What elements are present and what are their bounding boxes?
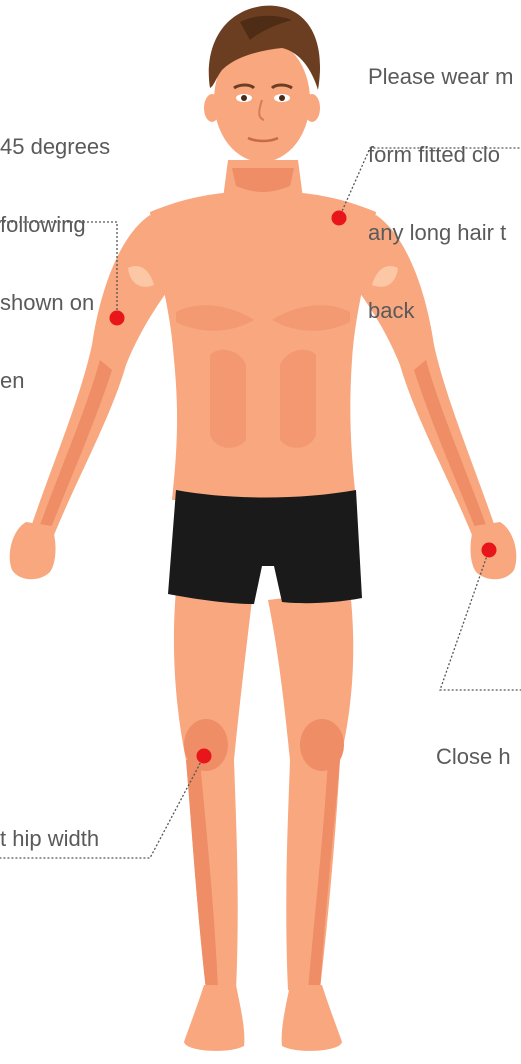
right-leg bbox=[268, 590, 353, 990]
callout-arms: 45 degrees following shown on en bbox=[0, 82, 110, 446]
callout-feet-line-1: t hip width bbox=[0, 826, 99, 852]
right-foot bbox=[282, 985, 342, 1051]
callout-hands: Close h bbox=[436, 692, 511, 822]
callout-arms-line-1: 45 degrees bbox=[0, 134, 110, 160]
callout-clothing-line-1: Please wear m bbox=[368, 64, 514, 90]
callout-feet: t hip width bbox=[0, 774, 99, 904]
callout-clothing-line-4: back bbox=[368, 298, 514, 324]
shorts bbox=[168, 490, 362, 604]
callout-clothing-line-2: form fitted clo bbox=[368, 142, 514, 168]
callout-clothing-line-3: any long hair t bbox=[368, 220, 514, 246]
torso bbox=[150, 192, 376, 500]
callout-clothing: Please wear m form fitted clo any long h… bbox=[368, 12, 514, 376]
callout-arms-line-3: shown on bbox=[0, 290, 110, 316]
callout-hands-line-1: Close h bbox=[436, 744, 511, 770]
left-hand bbox=[10, 522, 56, 579]
marker-feet bbox=[197, 749, 212, 764]
marker-arms bbox=[110, 311, 125, 326]
marker-clothing bbox=[332, 211, 347, 226]
callout-arms-line-4: en bbox=[0, 368, 110, 394]
marker-hands bbox=[482, 543, 497, 558]
callout-arms-line-2: following bbox=[0, 212, 110, 238]
left-foot bbox=[184, 985, 244, 1051]
